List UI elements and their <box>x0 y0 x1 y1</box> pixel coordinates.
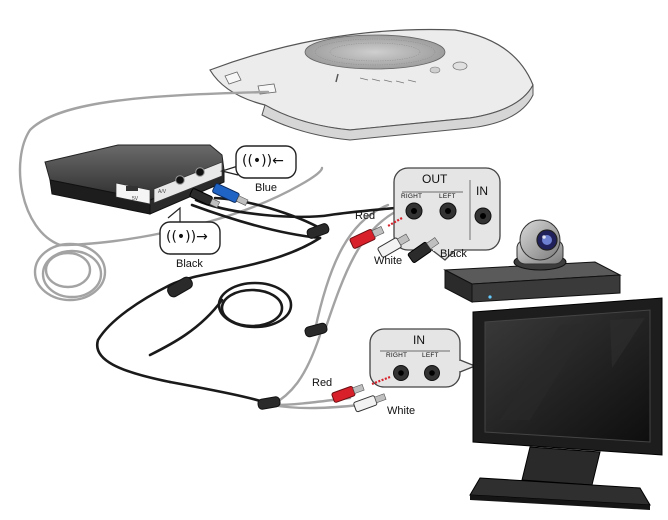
tv-panel <box>369 328 477 388</box>
speaker-grill <box>304 34 446 70</box>
label-red-tv: Red <box>312 377 333 389</box>
red-plug-tv <box>331 385 356 403</box>
tv-plugs <box>331 375 391 413</box>
hub <box>44 144 225 215</box>
tv-in-label: IN <box>413 333 425 347</box>
black-cables <box>95 196 397 407</box>
hub-jack-1 <box>175 175 185 185</box>
audio-in-icon: ((•))← <box>242 153 284 169</box>
hub-usb-port <box>126 186 138 191</box>
speaker-button <box>452 61 468 71</box>
television <box>469 297 663 510</box>
vc-panel <box>393 167 501 261</box>
label-white-vc: White <box>374 255 403 267</box>
label-white-tv: White <box>387 405 416 417</box>
hub-port-panel <box>115 182 151 205</box>
audio-in-callout <box>219 145 297 179</box>
hub-port-label-2: A/V <box>158 189 167 195</box>
white-plug-tv <box>353 395 378 413</box>
vc-plugs <box>349 217 440 263</box>
hub-plugs <box>189 183 249 208</box>
hub-jack-2 <box>195 167 205 177</box>
audio-out-callout <box>159 206 221 255</box>
speakerphone <box>209 28 534 141</box>
hub-port-label-1: 5V <box>132 196 139 202</box>
video-codec-camera <box>443 219 622 303</box>
label-red-vc: Red <box>355 210 376 222</box>
vc-right-label: RIGHT <box>401 193 423 200</box>
tv-right-label: RIGHT <box>386 352 408 359</box>
label-black-hub: Black <box>176 258 203 270</box>
tv-left-label: LEFT <box>422 352 439 359</box>
label-blue: Blue <box>255 182 278 194</box>
cable-ferrites <box>167 223 330 410</box>
audio-out-icon: ((•))→ <box>166 229 208 245</box>
vc-out-label: OUT <box>422 172 448 186</box>
vc-left-label: LEFT <box>439 193 456 200</box>
label-black-vc: Black <box>440 248 467 260</box>
vc-in-label: IN <box>476 184 488 198</box>
